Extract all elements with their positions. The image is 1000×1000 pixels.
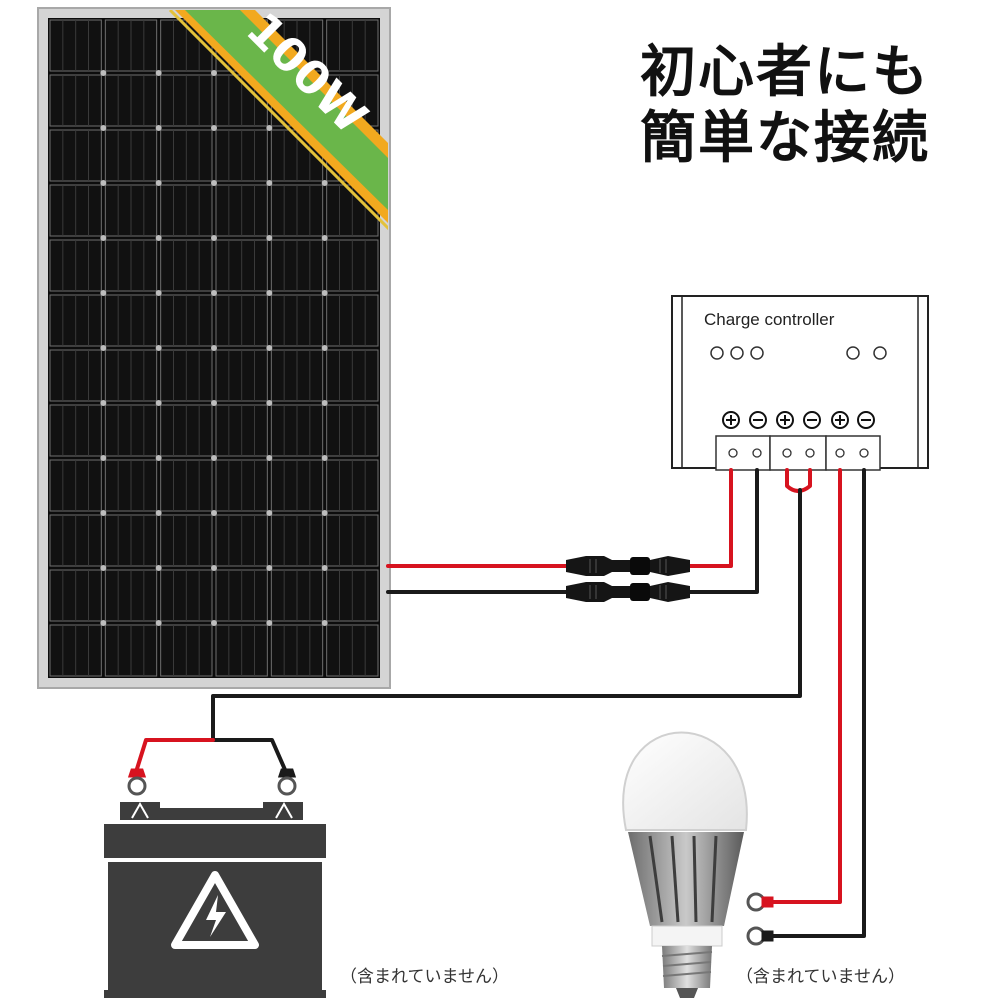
indicator-light <box>710 346 724 360</box>
cell-corner <box>100 455 107 461</box>
charge-controller <box>671 295 929 471</box>
cell-corner <box>211 565 217 571</box>
battery-negative-wire <box>211 488 802 774</box>
charge-controller-label: Charge controller <box>704 310 835 329</box>
cell-corner <box>155 400 162 406</box>
cell-corner <box>155 70 162 76</box>
load-terminal-block <box>825 435 881 471</box>
cell-corner <box>100 620 107 626</box>
battery-terminal-block <box>769 435 827 471</box>
indicator-light <box>873 346 887 360</box>
mc4-connector-positive <box>566 556 690 576</box>
bulb-ring-terminals <box>746 892 774 946</box>
headline-line-2: 簡単な接続 <box>640 106 930 171</box>
indicator-light <box>730 346 744 360</box>
cell-corner <box>321 400 328 406</box>
cell-corner <box>155 290 162 296</box>
cell-corner <box>266 400 273 406</box>
cell-corner <box>211 180 217 186</box>
cell-corner <box>321 345 328 351</box>
solar-negative-wire <box>386 468 759 594</box>
cell-corner <box>100 400 107 406</box>
cell-corner <box>155 565 162 571</box>
cell-corner <box>266 620 273 626</box>
battery-positive-lead <box>134 738 215 774</box>
cell-corner <box>321 235 328 241</box>
cell-corner <box>100 290 107 296</box>
cell-corner <box>211 620 217 626</box>
cell-corner <box>100 345 107 351</box>
cell-corner <box>100 125 107 131</box>
cell-corner <box>321 180 328 186</box>
load-negative-wire <box>768 468 866 938</box>
cell-corner <box>266 455 273 461</box>
battery <box>104 801 326 998</box>
cell-corner <box>155 125 162 131</box>
cell-corner <box>155 620 162 626</box>
cell-corner <box>211 400 217 406</box>
cell-corner <box>321 565 328 571</box>
cell-corner <box>211 235 217 241</box>
cell-corner <box>100 510 107 516</box>
cell-corner <box>211 290 217 296</box>
cell-corner <box>155 455 162 461</box>
terminal-polarity-symbols <box>722 411 875 429</box>
cell-corner <box>211 345 217 351</box>
cell-corner <box>321 510 328 516</box>
headline: 初心者にも 簡単な接続 <box>640 40 980 172</box>
solar-terminal-block <box>715 435 771 471</box>
cell-corner <box>155 345 162 351</box>
cell-corner <box>100 180 107 186</box>
cell-corner <box>266 235 273 241</box>
led-light-bulb <box>622 731 748 998</box>
cell-corner <box>266 345 273 351</box>
cell-corner <box>321 70 328 76</box>
cell-corner <box>266 565 273 571</box>
cell-corner <box>211 125 217 131</box>
cell-corner <box>211 510 217 516</box>
cell-corner <box>266 180 273 186</box>
cell-corner <box>321 620 328 626</box>
mc4-connector-negative <box>566 582 690 602</box>
battery-not-included-note: （含まれていません） <box>340 967 509 987</box>
cell-corner <box>211 455 217 461</box>
load-positive-wire <box>768 468 842 904</box>
cell-corner <box>100 235 107 241</box>
cell-corner <box>266 125 273 131</box>
indicator-light <box>750 346 764 360</box>
lightning-warning-icon <box>171 871 259 949</box>
cell-corner <box>321 290 328 296</box>
cell-corner <box>155 180 162 186</box>
cell-corner <box>266 510 273 516</box>
cell-corner <box>155 235 162 241</box>
cell-corner <box>100 70 107 76</box>
headline-line-1: 初心者にも <box>640 40 930 105</box>
bulb-not-included-note: （含まれていません） <box>736 967 905 987</box>
cell-corner <box>100 565 107 571</box>
cell-corner <box>211 70 217 76</box>
wiring <box>134 468 866 938</box>
cell-corner <box>321 455 328 461</box>
battery-ring-terminals <box>127 768 297 796</box>
solar-panel: 100W <box>37 7 391 689</box>
indicator-light <box>846 346 860 360</box>
cell-corner <box>155 510 162 516</box>
cell-corner <box>266 290 273 296</box>
battery-positive-wire <box>785 468 812 493</box>
solar-positive-wire <box>386 468 733 568</box>
